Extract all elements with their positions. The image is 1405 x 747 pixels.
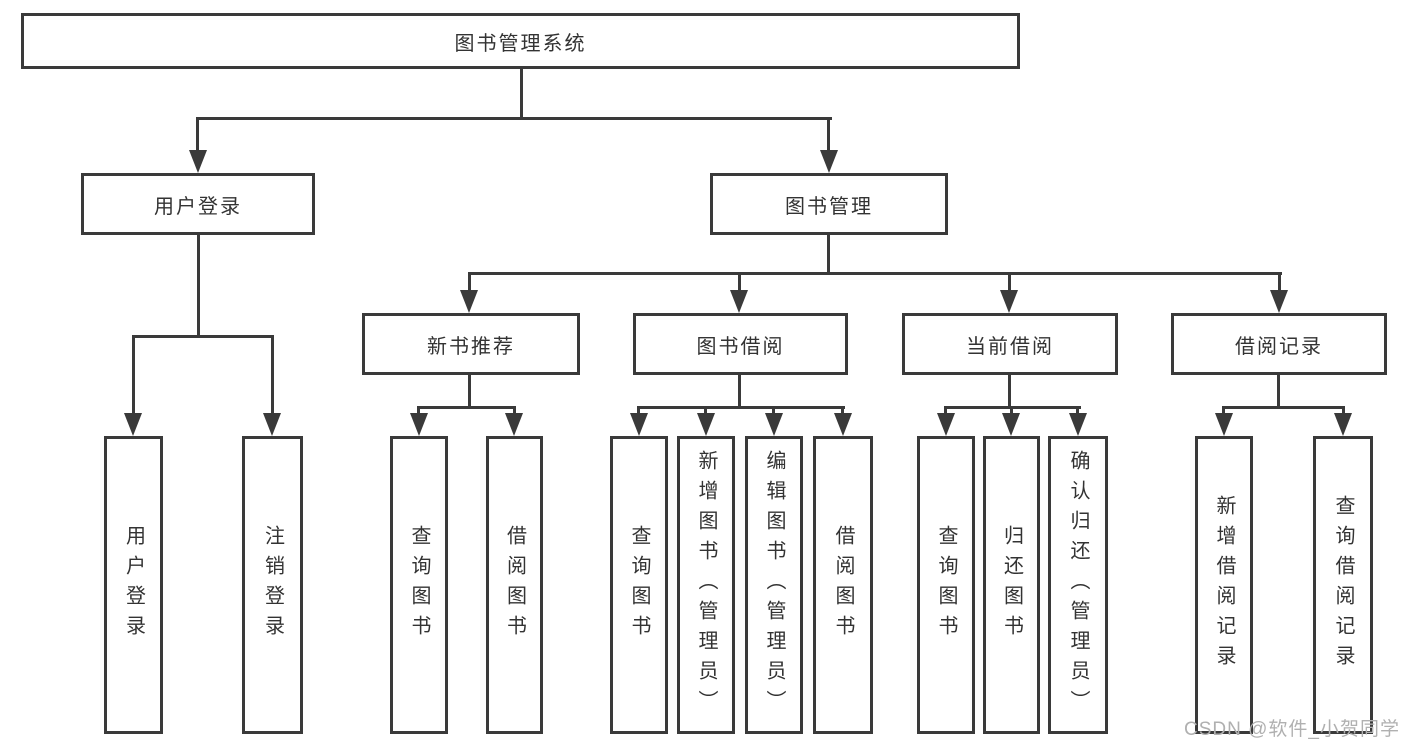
node-book-management-branch: 图书管理	[710, 173, 948, 235]
node-label: 编辑图书（管理员）	[763, 450, 785, 720]
connector-line	[271, 335, 274, 417]
connector-line	[197, 235, 200, 337]
node-user-login-branch: 用户登录	[81, 173, 315, 235]
connector-line	[468, 375, 471, 408]
node-label: 查询借阅记录	[1332, 495, 1354, 675]
node-label: 注销登录	[261, 525, 284, 645]
connector-line	[704, 406, 707, 417]
connector-line	[468, 272, 471, 295]
node-label: 用户登录	[154, 195, 242, 218]
arrow-down-icon	[834, 413, 852, 436]
connector-line	[738, 272, 741, 295]
connector-line	[1008, 375, 1011, 408]
connector-line	[196, 117, 199, 155]
arrow-down-icon	[460, 290, 478, 313]
connector-line	[944, 406, 947, 417]
leaf-borrow-books-recommend: 借阅图书	[486, 436, 543, 734]
leaf-query-books-current: 查询图书	[917, 436, 975, 734]
connector-line	[1342, 406, 1345, 417]
arrow-down-icon	[937, 413, 955, 436]
node-new-book-recommend: 新书推荐	[362, 313, 580, 375]
watermark-csdn: CSDN @软件_小贺同学	[1184, 719, 1400, 740]
arrow-down-icon	[410, 413, 428, 436]
node-label: 查询图书	[935, 525, 957, 645]
connector-line	[637, 406, 640, 417]
leaf-query-books-recommend: 查询图书	[390, 436, 448, 734]
connector-line	[132, 335, 135, 417]
node-label: 新增借阅记录	[1213, 495, 1235, 675]
arrow-down-icon	[765, 413, 783, 436]
leaf-return-book: 归还图书	[983, 436, 1040, 734]
arrow-down-icon	[697, 413, 715, 436]
connector-line	[132, 335, 274, 338]
arrow-down-icon	[630, 413, 648, 436]
connector-line	[1076, 406, 1079, 417]
arrow-down-icon	[1069, 413, 1087, 436]
node-current-borrow: 当前借阅	[902, 313, 1118, 375]
arrow-down-icon	[730, 290, 748, 313]
connector-line	[1222, 406, 1225, 417]
leaf-query-borrow-record: 查询借阅记录	[1313, 436, 1373, 734]
arrow-down-icon	[189, 150, 207, 173]
node-label: 查询图书	[628, 525, 650, 645]
node-library-management-system: 图书管理系统	[21, 13, 1020, 69]
connector-line	[1010, 406, 1013, 417]
node-label: 新书推荐	[427, 335, 515, 358]
arrow-down-icon	[1002, 413, 1020, 436]
connector-line	[1278, 272, 1281, 295]
leaf-edit-book-admin: 编辑图书（管理员）	[745, 436, 803, 734]
leaf-add-book-admin: 新增图书（管理员）	[677, 436, 735, 734]
node-label: 借阅图书	[503, 525, 526, 645]
connector-line	[520, 69, 523, 118]
connector-line	[1222, 406, 1345, 409]
connector-line	[1008, 272, 1011, 295]
arrow-down-icon	[263, 413, 281, 436]
arrow-down-icon	[1334, 413, 1352, 436]
node-label: 新增图书（管理员）	[695, 450, 717, 720]
connector-line	[196, 117, 832, 120]
arrow-down-icon	[1215, 413, 1233, 436]
node-label: 当前借阅	[966, 335, 1054, 358]
arrow-down-icon	[1270, 290, 1288, 313]
arrow-down-icon	[820, 150, 838, 173]
leaf-query-books-borrow: 查询图书	[610, 436, 668, 734]
connector-line	[417, 406, 420, 417]
connector-line	[1277, 375, 1280, 408]
leaf-user-login: 用户登录	[104, 436, 163, 734]
connector-line	[827, 235, 830, 274]
node-label: 确认归还（管理员）	[1067, 450, 1089, 720]
node-label: 归还图书	[1000, 525, 1023, 645]
node-label: 查询图书	[408, 525, 430, 645]
arrow-down-icon	[1000, 290, 1018, 313]
node-label: 借阅记录	[1235, 335, 1323, 358]
connector-line	[469, 272, 1282, 275]
leaf-logout: 注销登录	[242, 436, 303, 734]
node-label: 图书管理系统	[454, 32, 587, 55]
arrow-down-icon	[124, 413, 142, 436]
connector-line	[513, 406, 516, 417]
leaf-borrow-books: 借阅图书	[813, 436, 873, 734]
leaf-add-borrow-record: 新增借阅记录	[1195, 436, 1253, 734]
node-label: 图书管理	[785, 195, 873, 218]
leaf-confirm-return-admin: 确认归还（管理员）	[1048, 436, 1108, 734]
connector-line	[637, 406, 845, 409]
arrow-down-icon	[505, 413, 523, 436]
node-label: 用户登录	[122, 525, 145, 645]
node-book-borrow: 图书借阅	[633, 313, 848, 375]
node-borrow-records: 借阅记录	[1171, 313, 1387, 375]
node-label: 借阅图书	[832, 525, 854, 645]
connector-line	[772, 406, 775, 417]
connector-line	[827, 117, 830, 155]
connector-line	[841, 406, 844, 417]
connector-line	[738, 375, 741, 408]
node-label: 图书借阅	[696, 335, 785, 358]
connector-line	[417, 406, 516, 409]
